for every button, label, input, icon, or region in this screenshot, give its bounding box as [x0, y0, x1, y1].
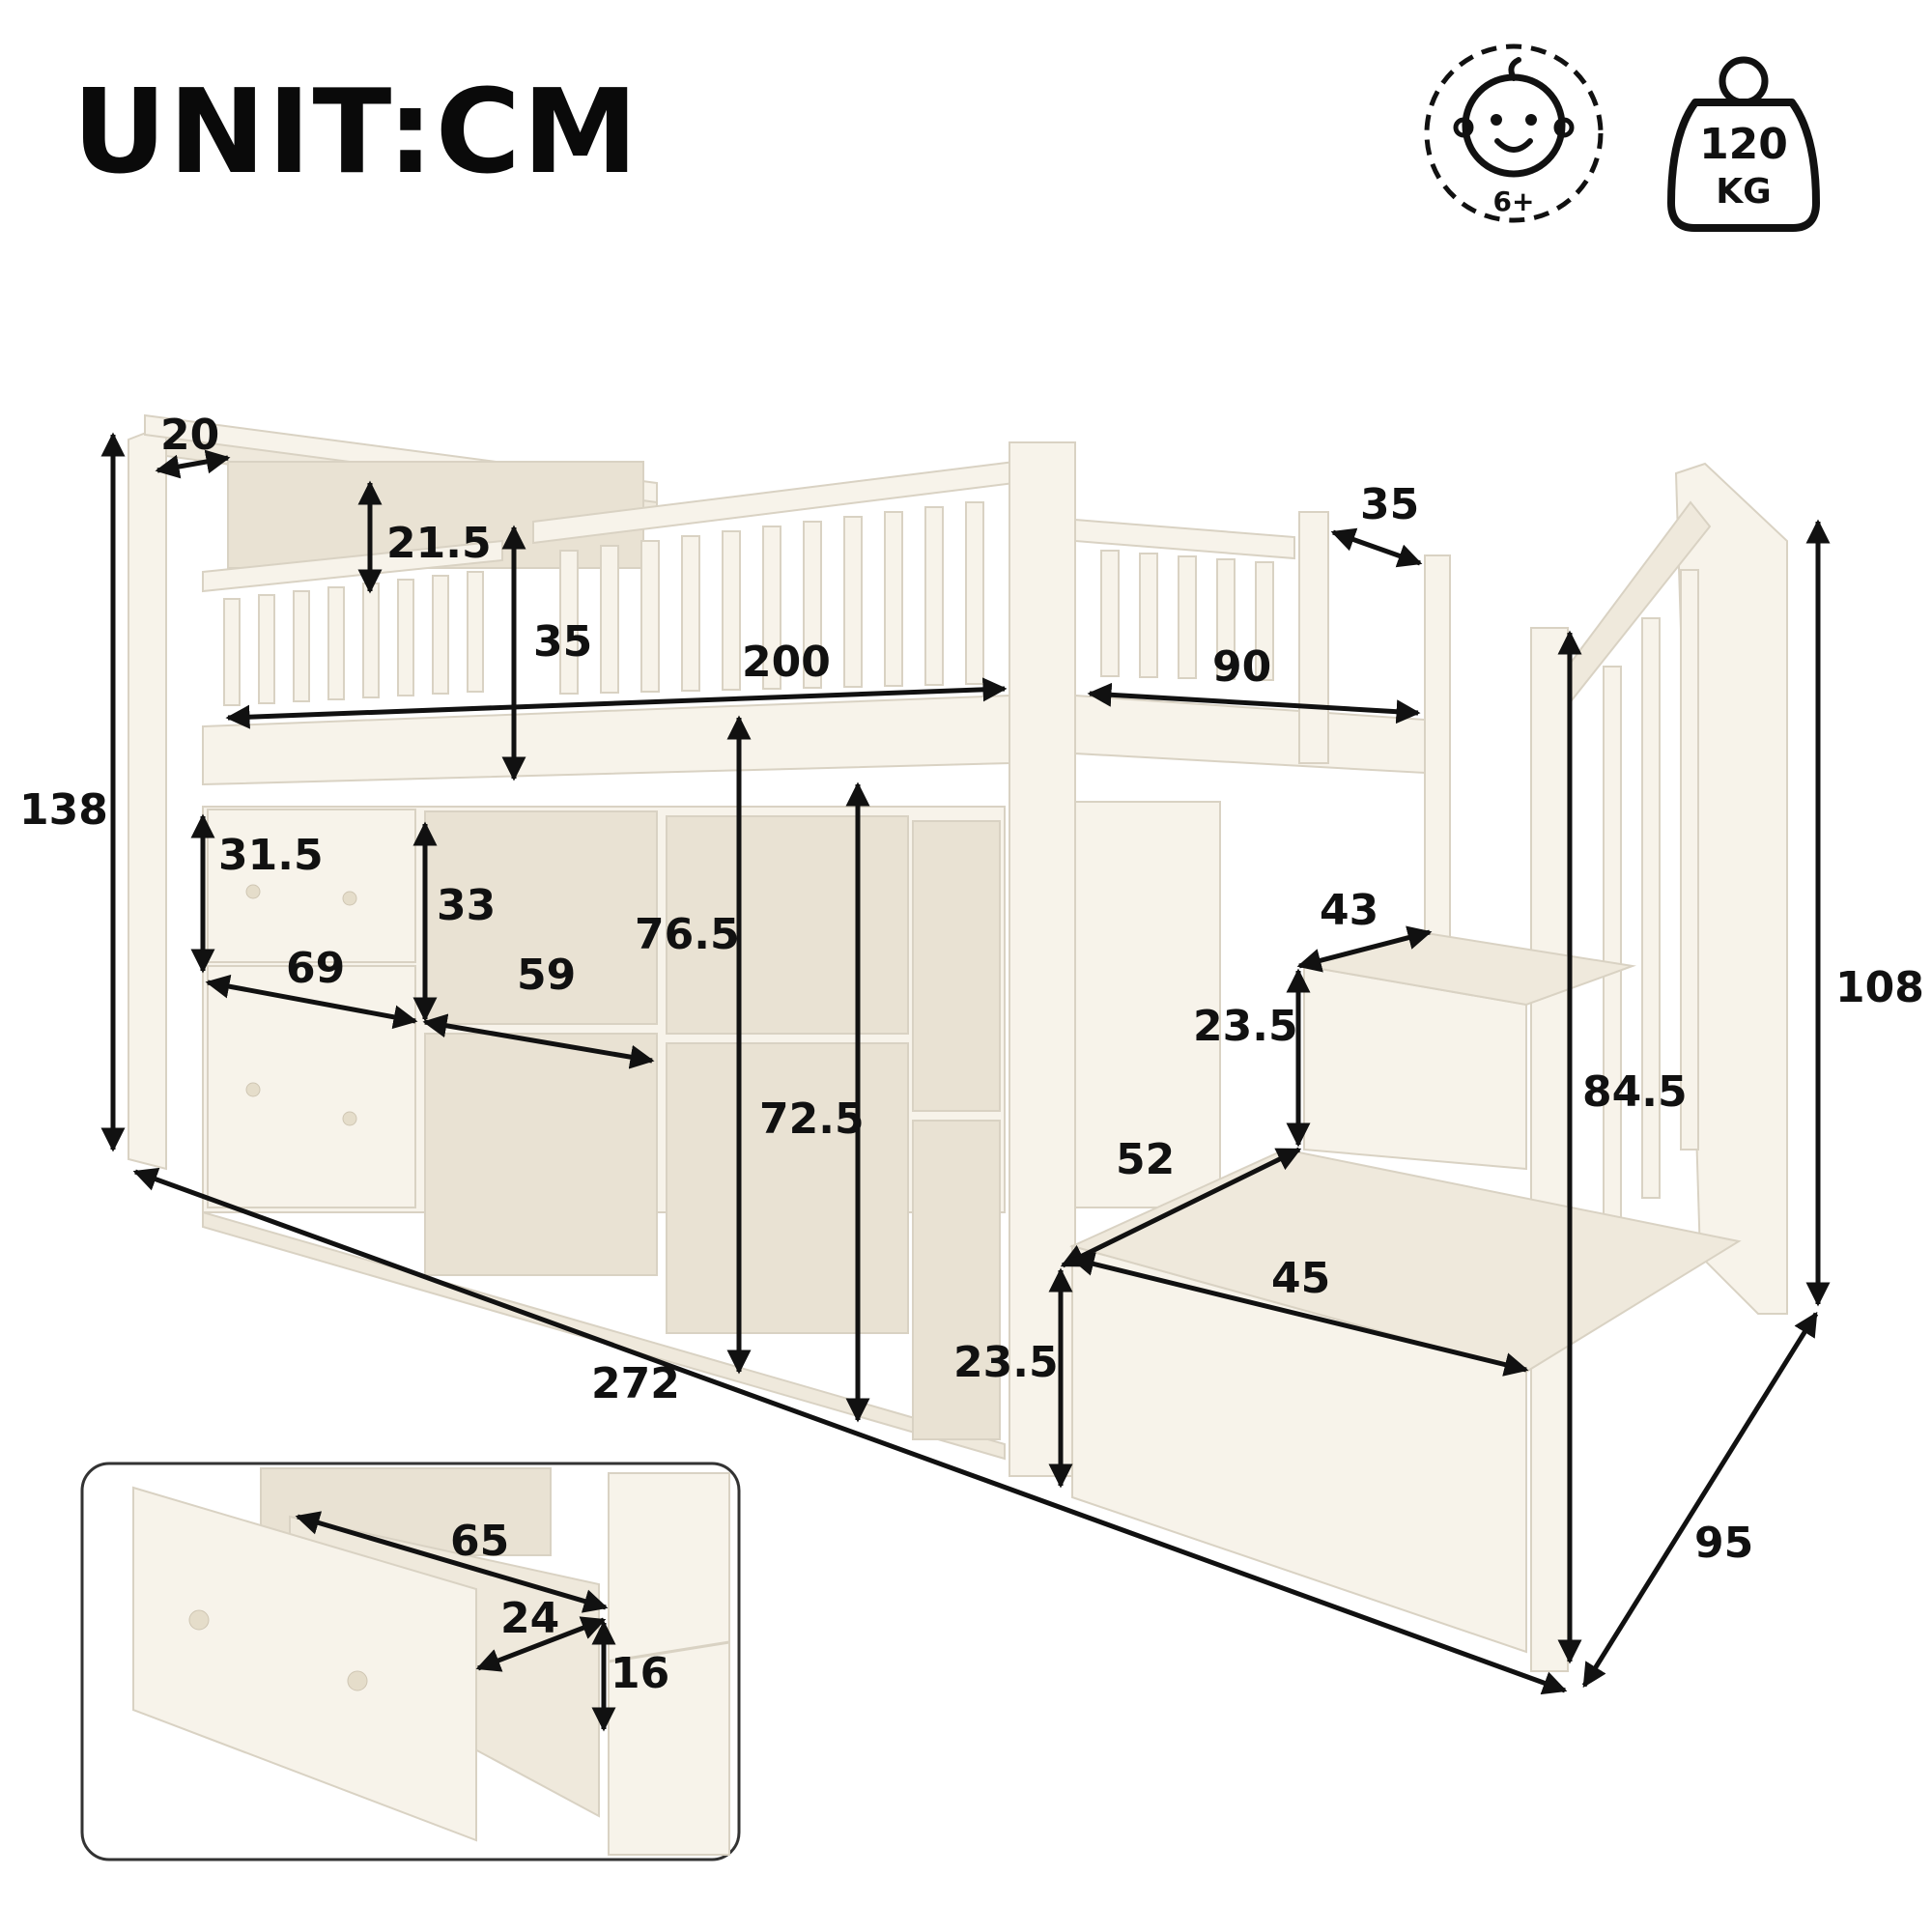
unit-title: UNIT:CM: [72, 66, 640, 200]
label-guardrail-height: 35: [533, 617, 592, 667]
label-stair-top-gap: 35: [1360, 480, 1419, 529]
label-step-length: 52: [1116, 1135, 1175, 1184]
label-overall-height: 138: [19, 785, 108, 835]
label-step-rise-upper: 23.5: [1193, 1002, 1298, 1051]
label-stair-rail-height: 84.5: [1582, 1067, 1688, 1117]
label-drawer-width: 69: [286, 944, 345, 993]
label-inset-drawer-length: 65: [450, 1517, 509, 1566]
weight-badge: 120 KG: [1667, 56, 1820, 232]
label-cube-height: 33: [437, 881, 496, 930]
label-bookcase-shelf-height: 21.5: [386, 519, 492, 568]
label-step-width: 45: [1271, 1254, 1330, 1303]
left-rail-slats: [223, 571, 484, 706]
label-overall-depth: 95: [1694, 1519, 1753, 1568]
label-inset-drawer-depth: 24: [500, 1594, 559, 1643]
label-cube-width: 59: [517, 951, 576, 1000]
label-overall-length: 272: [591, 1359, 680, 1408]
label-bed-length: 200: [742, 638, 831, 687]
stair-rail-slats: [1603, 569, 1699, 1247]
right-rail-slats: [1100, 550, 1274, 681]
weight-value: 120: [1699, 120, 1788, 169]
drawer-inset: 65 24 16: [80, 1462, 741, 1861]
cubby-6: [912, 1120, 1001, 1440]
label-stair-height: 108: [1835, 963, 1924, 1012]
baby-face-icon: [1453, 57, 1575, 178]
age-label: 6+: [1493, 185, 1535, 217]
dimension-arrows: [100, 432, 1831, 1695]
label-under-bed-height: 76.5: [635, 910, 740, 959]
weight-icon: [1667, 56, 1820, 232]
back-rail-slats: [559, 501, 984, 695]
cubby-4: [666, 1042, 909, 1334]
label-step-depth: 43: [1320, 886, 1378, 935]
cubby-2: [424, 1033, 658, 1276]
age-badge: 6+: [1424, 43, 1604, 223]
label-shelf-height: 72.5: [759, 1094, 865, 1144]
dimension-labels: 138 108 272 95 20 21.5 35 200 90 35 31.5…: [19, 411, 1924, 1568]
label-drawer-height: 31.5: [218, 831, 324, 880]
label-bookcase-depth: 20: [160, 411, 219, 460]
weight-unit: KG: [1716, 172, 1771, 212]
label-step-rise-lower: 23.5: [953, 1338, 1059, 1387]
label-bed-width: 90: [1212, 642, 1271, 692]
cubby-1: [424, 810, 658, 1025]
label-inset-drawer-height: 16: [611, 1649, 669, 1698]
cubby-5: [912, 820, 1001, 1112]
